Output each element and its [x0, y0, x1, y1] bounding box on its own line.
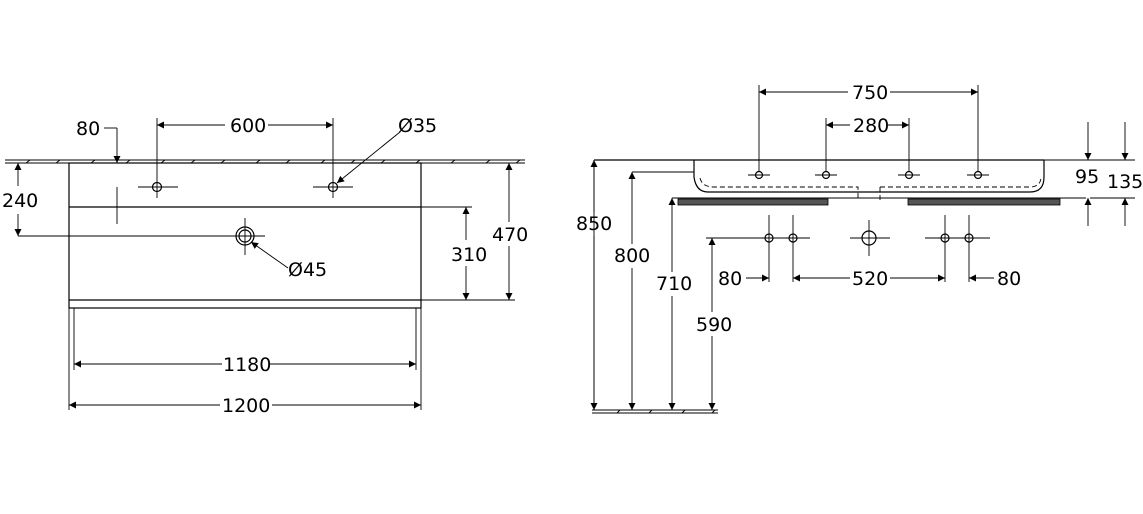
- basin-outline: [68, 162, 422, 309]
- dim-240-label: 240: [2, 190, 38, 212]
- side-view: 750 280 95 135 850: [576, 82, 1143, 414]
- front-view: 600 80 Ø35 Ø45 240: [2, 115, 528, 417]
- top-holes: [748, 170, 989, 180]
- dim-600-label: 600: [230, 115, 266, 137]
- dim-800-label: 800: [614, 245, 650, 267]
- dim-80-front-label: 80: [76, 118, 100, 140]
- dim-80-left-label: 80: [718, 268, 742, 290]
- dimension-95: 95: [1044, 122, 1100, 226]
- tap-hole-right: [313, 176, 353, 198]
- dim-135-label: 135: [1107, 171, 1143, 193]
- leader-d35: Ø35: [336, 115, 437, 184]
- dim-280-label: 280: [853, 115, 889, 137]
- dimension-590: 590: [696, 238, 732, 410]
- dimension-1200: 1200: [69, 395, 421, 417]
- dimension-750: 750: [758, 82, 979, 172]
- dim-d45-label: Ø45: [288, 259, 327, 281]
- dimension-800: 800: [614, 172, 650, 410]
- drain-hole: [18, 218, 265, 255]
- dim-470-label: 470: [492, 224, 528, 246]
- dimension-135: 135: [1090, 122, 1143, 226]
- dimension-600: 600: [156, 115, 334, 176]
- basin-profile: [593, 159, 1086, 410]
- dimension-80-520-80: 80 520 80: [718, 268, 1021, 290]
- counter-hatch-right: [907, 198, 1061, 206]
- tap-hole-left: [138, 176, 178, 198]
- leader-d45: Ø45: [250, 241, 327, 281]
- dim-710-label: 710: [656, 273, 692, 295]
- dim-1180-label: 1180: [223, 354, 271, 376]
- supply-connections: [706, 215, 990, 282]
- dim-520-label: 520: [852, 268, 888, 290]
- dimension-710: 710: [656, 198, 692, 410]
- dim-95-label: 95: [1075, 166, 1099, 188]
- dimension-80-front: 80: [76, 118, 121, 224]
- dim-d35-label: Ø35: [398, 115, 437, 137]
- counter-hatch-left: [677, 198, 829, 206]
- dim-750-label: 750: [852, 82, 888, 104]
- dim-850-label: 850: [576, 213, 612, 235]
- dim-590-label: 590: [696, 314, 732, 336]
- dimension-470: 470: [421, 163, 528, 301]
- dim-80-right-label: 80: [997, 268, 1021, 290]
- dimension-310: 310: [421, 206, 487, 301]
- floor-line: [592, 409, 718, 414]
- dim-310-label: 310: [451, 244, 487, 266]
- dimension-1180: 1180: [74, 354, 416, 376]
- dimension-240: 240: [2, 163, 38, 236]
- dimension-850: 850: [576, 160, 612, 410]
- dimension-280: 280: [825, 115, 910, 172]
- dim-1200-label: 1200: [222, 395, 270, 417]
